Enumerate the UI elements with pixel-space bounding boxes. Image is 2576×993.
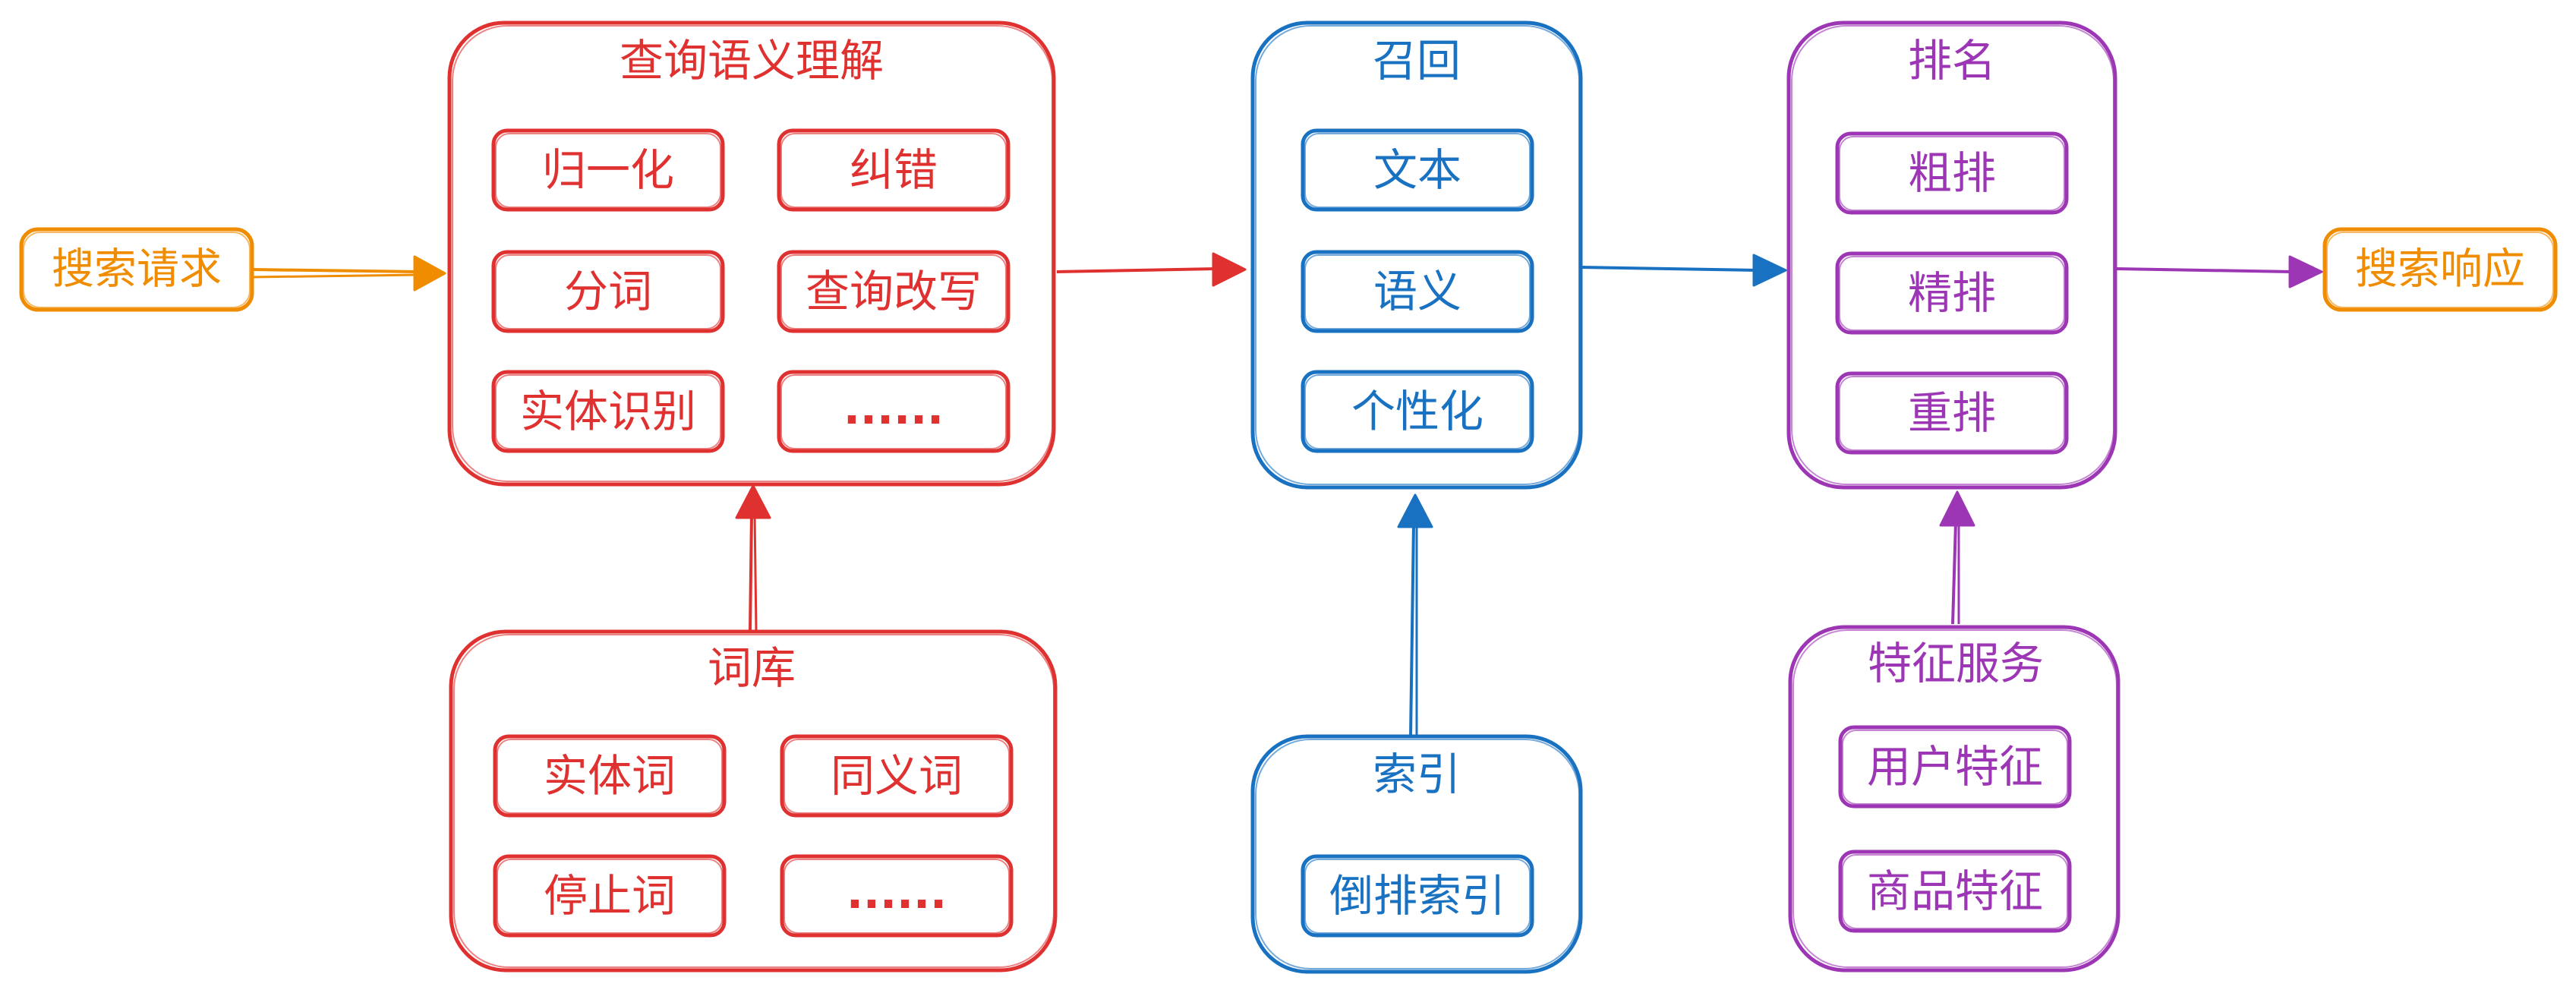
item-normalization: 归一化 (491, 128, 725, 212)
item-stop-words-label: 停止词 (544, 870, 676, 922)
item-lexicon-ellipsis: ...... (780, 854, 1014, 938)
recall-title: 召回 (1373, 35, 1461, 87)
item-personalized-recall-label: 个性化 (1351, 386, 1483, 437)
item-user-features: 用户特征 (1838, 725, 2072, 809)
item-semantic-recall: 语义 (1301, 250, 1534, 333)
item-tokenization: 分词 (491, 250, 725, 333)
item-text-recall: 文本 (1301, 128, 1534, 212)
item-query-rewrite-label: 查询改写 (806, 266, 982, 317)
item-synonyms-label: 同义词 (831, 750, 963, 802)
item-reranking: 重排 (1835, 371, 2069, 455)
item-ellipsis: ...... (777, 370, 1011, 453)
query-understanding-group: 查询语义理解 归一化 纠错 分词 查询改写 实体识别 (447, 20, 1056, 487)
item-entity-recognition-label: 实体识别 (520, 386, 696, 437)
item-fine-ranking: 精排 (1835, 251, 2069, 335)
item-reranking-label: 重排 (1908, 387, 1996, 439)
arrow-index-to-recall (1397, 493, 1433, 737)
item-inverted-index: 倒排索引 (1301, 854, 1534, 938)
search-request-node: 搜索请求 (19, 227, 254, 312)
search-response-node: 搜索响应 (2322, 227, 2558, 312)
lexicon-title: 词库 (708, 642, 796, 694)
item-spelling-correction-label: 纠错 (850, 144, 938, 196)
arrow-features-to-ranking (1939, 490, 1975, 625)
item-spelling-correction: 纠错 (777, 128, 1011, 212)
arrow-query-to-recall (1056, 252, 1247, 287)
item-inverted-index-label: 倒排索引 (1329, 870, 1506, 922)
feature-service-title: 特征服务 (1868, 638, 2044, 689)
item-semantic-recall-label: 语义 (1373, 266, 1461, 317)
item-personalized-recall: 个性化 (1301, 370, 1534, 453)
query-understanding-title: 查询语义理解 (620, 35, 884, 87)
arrow-lexicon-to-query (735, 484, 771, 631)
recall-group: 召回 文本 语义 个性化 (1250, 20, 1583, 490)
ranking-group: 排名 粗排 精排 重排 (1786, 20, 2117, 490)
item-tokenization-label: 分词 (564, 266, 652, 317)
item-text-recall-label: 文本 (1373, 144, 1461, 196)
feature-service-group: 特征服务 用户特征 商品特征 (1788, 625, 2120, 973)
index-title: 索引 (1373, 749, 1461, 800)
search-response-label: 搜索响应 (2355, 245, 2525, 295)
item-entity-recognition: 实体识别 (491, 370, 725, 453)
ranking-title: 排名 (1908, 35, 1996, 87)
item-query-rewrite: 查询改写 (777, 250, 1011, 333)
arrow-ranking-to-output (2114, 255, 2323, 288)
search-request-label: 搜索请求 (52, 245, 222, 295)
lexicon-group: 词库 实体词 同义词 停止词 ...... (449, 629, 1058, 973)
item-product-features: 商品特征 (1838, 850, 2072, 933)
item-normalization-label: 归一化 (542, 144, 674, 196)
item-lexicon-ellipsis-label: ...... (847, 867, 947, 919)
item-product-features-label: 商品特征 (1867, 865, 2043, 917)
item-user-features-label: 用户特征 (1867, 741, 2043, 793)
arrow-input-to-query (251, 255, 446, 292)
arrow-recall-to-ranking (1580, 254, 1787, 287)
item-synonyms: 同义词 (780, 734, 1014, 818)
item-coarse-ranking: 粗排 (1835, 131, 2069, 215)
index-group: 索引 倒排索引 (1250, 734, 1583, 974)
item-entity-words-label: 实体词 (544, 750, 676, 802)
item-fine-ranking-label: 精排 (1908, 267, 1996, 319)
item-coarse-ranking-label: 粗排 (1908, 147, 1996, 199)
item-ellipsis-label: ...... (843, 383, 944, 434)
item-stop-words: 停止词 (493, 854, 727, 938)
item-entity-words: 实体词 (493, 734, 727, 818)
